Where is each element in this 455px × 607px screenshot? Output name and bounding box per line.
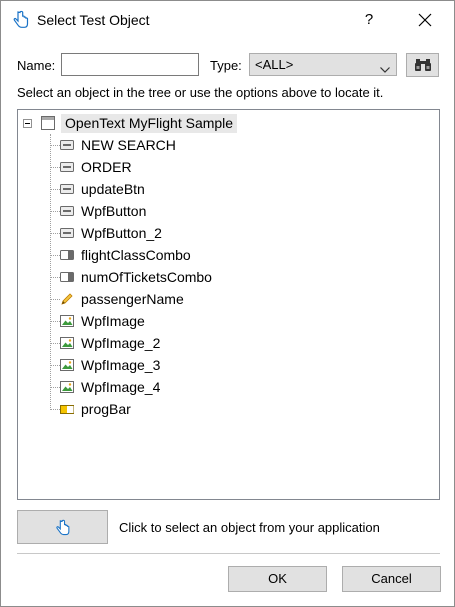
pencil-icon bbox=[60, 292, 74, 306]
tree-root-label: OpenText MyFlight Sample bbox=[61, 114, 238, 133]
instruction-text: Select an object in the tree or use the … bbox=[17, 85, 384, 100]
tree-connector bbox=[50, 134, 51, 410]
tree-connector bbox=[51, 189, 60, 190]
image-icon bbox=[60, 314, 74, 328]
type-dropdown[interactable]: <ALL> bbox=[249, 53, 397, 76]
tree-item-label: WpfImage_3 bbox=[81, 357, 161, 373]
pick-object-button[interactable] bbox=[17, 510, 108, 544]
cancel-button[interactable]: Cancel bbox=[342, 566, 441, 592]
tree-item[interactable]: ORDER bbox=[18, 156, 318, 178]
tree-item[interactable]: flightClassCombo bbox=[18, 244, 318, 266]
tree-item-label: passengerName bbox=[81, 291, 184, 307]
hand-pointer-icon bbox=[11, 10, 31, 30]
tree-item[interactable]: passengerName bbox=[18, 288, 318, 310]
tree-item-label: WpfImage_2 bbox=[81, 335, 161, 351]
tree-connector bbox=[51, 211, 60, 212]
type-selected-value: <ALL> bbox=[255, 57, 294, 72]
tree-connector bbox=[51, 277, 60, 278]
tree-item-label: WpfImage bbox=[81, 313, 145, 329]
tree-item[interactable]: WpfImage_4 bbox=[18, 376, 318, 398]
progressbar-icon bbox=[60, 402, 74, 416]
type-label: Type: bbox=[210, 58, 242, 73]
tree-item-label: WpfImage_4 bbox=[81, 379, 161, 395]
button-icon bbox=[60, 204, 74, 218]
tree-item[interactable]: numOfTicketsCombo bbox=[18, 266, 318, 288]
combobox-icon bbox=[60, 248, 74, 262]
close-button[interactable] bbox=[411, 6, 439, 34]
tree-connector bbox=[51, 167, 60, 168]
button-icon bbox=[60, 160, 74, 174]
tree-item-label: progBar bbox=[81, 401, 131, 417]
tree-item[interactable]: WpfImage_2 bbox=[18, 332, 318, 354]
tree-item-label: WpfButton bbox=[81, 203, 147, 219]
button-icon bbox=[60, 138, 74, 152]
collapse-toggle-icon[interactable] bbox=[23, 119, 32, 128]
image-icon bbox=[60, 358, 74, 372]
button-icon bbox=[60, 182, 74, 196]
tree-connector bbox=[51, 299, 60, 300]
tree-connector bbox=[51, 409, 60, 410]
button-icon bbox=[60, 226, 74, 240]
title-bar: Select Test Object ? bbox=[1, 1, 454, 39]
image-icon bbox=[60, 380, 74, 394]
tree-item-label: updateBtn bbox=[81, 181, 145, 197]
tree-item[interactable]: NEW SEARCH bbox=[18, 134, 318, 156]
hand-pointer-icon bbox=[56, 519, 70, 536]
help-button[interactable]: ? bbox=[364, 11, 374, 28]
tree-item[interactable]: updateBtn bbox=[18, 178, 318, 200]
divider bbox=[17, 553, 440, 554]
object-tree[interactable]: OpenText MyFlight Sample NEW SEARCH ORDER… bbox=[17, 109, 440, 500]
tree-item[interactable]: progBar bbox=[18, 398, 318, 420]
tree-connector bbox=[51, 365, 60, 366]
dialog-title: Select Test Object bbox=[37, 12, 150, 28]
tree-item[interactable]: WpfImage bbox=[18, 310, 318, 332]
tree-item[interactable]: WpfButton bbox=[18, 200, 318, 222]
combobox-icon bbox=[60, 270, 74, 284]
name-input[interactable] bbox=[61, 53, 199, 76]
tree-item[interactable]: WpfButton_2 bbox=[18, 222, 318, 244]
tree-item-label: WpfButton_2 bbox=[81, 225, 162, 241]
close-icon bbox=[418, 13, 432, 27]
tree-item[interactable]: WpfImage_3 bbox=[18, 354, 318, 376]
tree-connector bbox=[51, 233, 60, 234]
find-button[interactable] bbox=[406, 53, 439, 77]
ok-button[interactable]: OK bbox=[228, 566, 327, 592]
tree-item-label: flightClassCombo bbox=[81, 247, 191, 263]
image-icon bbox=[60, 336, 74, 350]
chevron-down-icon bbox=[380, 61, 390, 76]
tree-connector bbox=[51, 145, 60, 146]
name-label: Name: bbox=[17, 58, 56, 73]
tree-connector bbox=[51, 343, 60, 344]
tree-connector bbox=[51, 387, 60, 388]
tree-item-label: NEW SEARCH bbox=[81, 137, 176, 153]
pick-object-hint: Click to select an object from your appl… bbox=[119, 520, 380, 535]
tree-connector bbox=[51, 321, 60, 322]
tree-item-label: ORDER bbox=[81, 159, 132, 175]
binoculars-icon bbox=[415, 59, 431, 71]
window-icon bbox=[41, 116, 55, 133]
tree-root-node[interactable]: OpenText MyFlight Sample bbox=[18, 114, 258, 134]
tree-connector bbox=[51, 255, 60, 256]
tree-item-label: numOfTicketsCombo bbox=[81, 269, 212, 285]
